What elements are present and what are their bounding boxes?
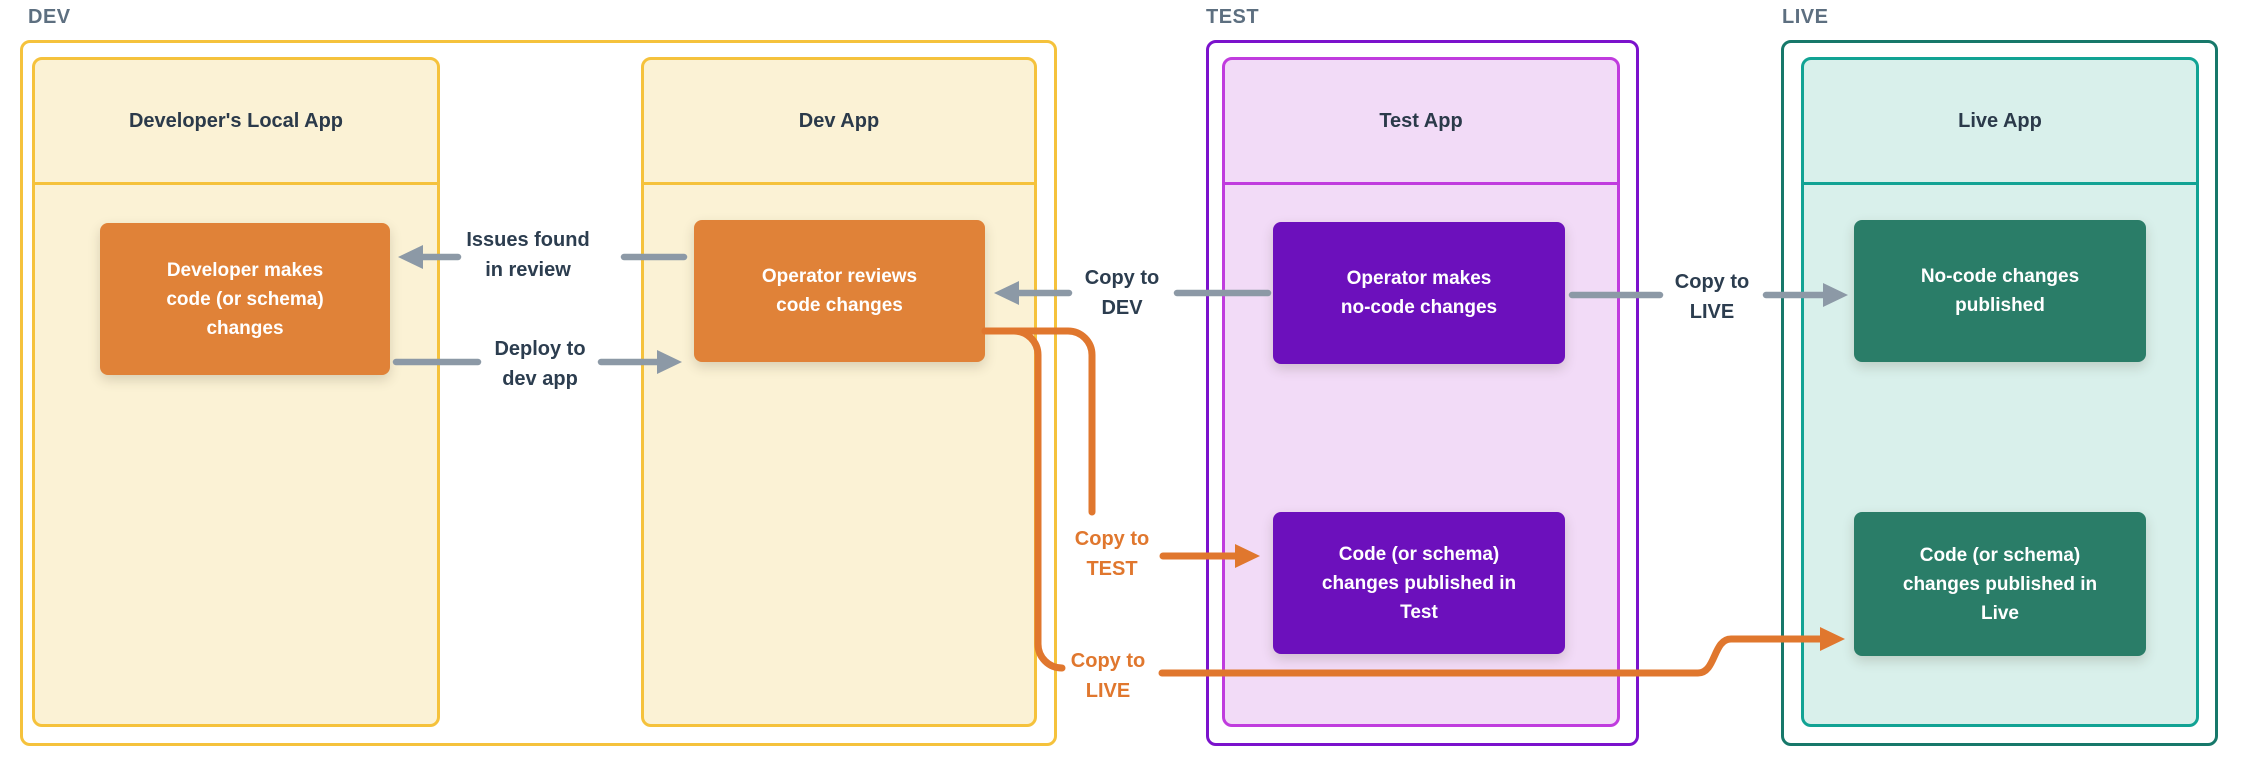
- copy-to-live-orange-label: Copy to LIVE: [1070, 650, 1146, 702]
- node-developer-makes-changes: Developer makes code (or schema) changes: [100, 223, 390, 375]
- node-nocode-changes-published: No-code changes published: [1854, 220, 2146, 362]
- issues-found-label: Issues found in review: [466, 229, 590, 281]
- dev-app-box: Dev App: [641, 57, 1037, 727]
- developers-local-app-box: Developer's Local App: [32, 57, 440, 727]
- live-app-title: Live App: [1804, 60, 2196, 185]
- copy-to-test-label: Copy to TEST: [1074, 528, 1150, 580]
- test-section-label: TEST: [1206, 6, 1260, 28]
- node-operator-makes-nocode-changes: Operator makes no-code changes: [1273, 222, 1565, 364]
- node-changes-published-live: Code (or schema) changes published in Li…: [1854, 512, 2146, 656]
- deploy-dev-label: Deploy to dev app: [494, 338, 586, 390]
- test-app-title: Test App: [1225, 60, 1617, 185]
- live-section-label: LIVE: [1782, 6, 1829, 28]
- node-changes-published-test: Code (or schema) changes published in Te…: [1273, 512, 1565, 654]
- dev-app-title: Dev App: [644, 60, 1034, 185]
- copy-to-dev-label: Copy to DEV: [1084, 267, 1160, 319]
- copy-to-live-gray-label: Copy to LIVE: [1674, 271, 1750, 323]
- node-operator-reviews-changes: Operator reviews code changes: [694, 220, 985, 362]
- dev-section-label: DEV: [28, 6, 71, 28]
- developers-local-app-title: Developer's Local App: [35, 60, 437, 185]
